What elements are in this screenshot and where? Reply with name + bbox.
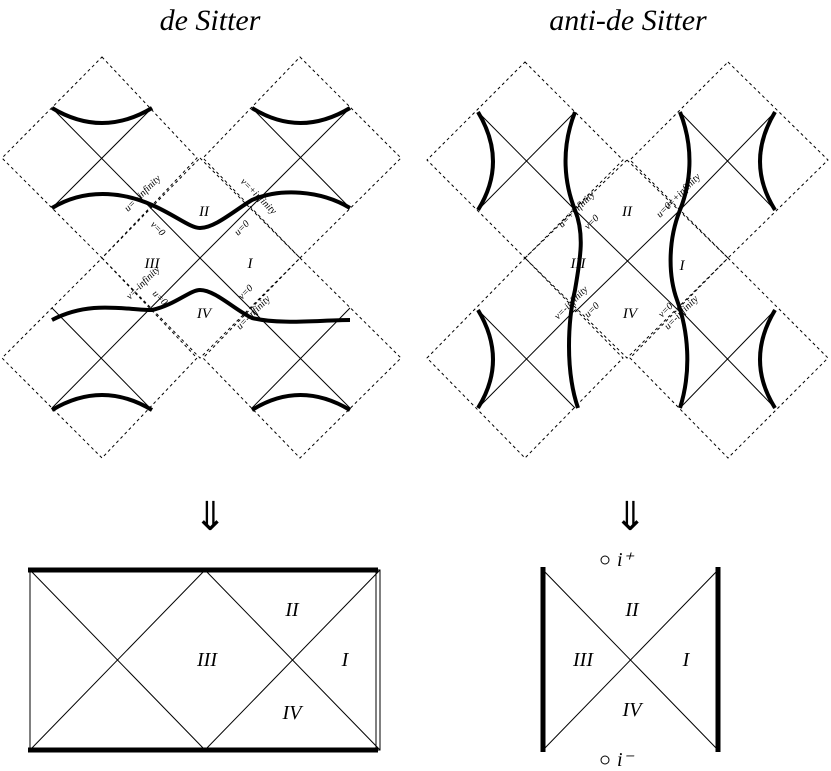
- boundary-curve: [476, 308, 495, 410]
- label-u-zero: u=0: [582, 300, 602, 320]
- past-timelike-infinity-icon: [600, 755, 610, 765]
- boundary-curve: [250, 393, 352, 412]
- future-infinity-label: i⁺: [617, 549, 635, 571]
- de-sitter-boundaries: [50, 106, 352, 412]
- de-sitter-patch-outlines: [1, 56, 402, 459]
- region-label-III: III: [570, 256, 587, 272]
- region-label-I: I: [679, 258, 686, 274]
- boundary-curve: [758, 308, 777, 410]
- de-sitter-null-lines: [51, 107, 351, 409]
- region-label-I: I: [682, 649, 691, 671]
- label-v-plus-infinity: v=+infinity: [238, 176, 279, 217]
- region-label-I: I: [341, 649, 350, 671]
- region-label-IV: IV: [622, 306, 639, 322]
- label-v-zero: v=0: [236, 283, 255, 302]
- ads-conformal-strip: i⁺ i⁻ II III I IV: [540, 549, 721, 771]
- region-label-IV: IV: [282, 702, 305, 724]
- down-arrow-icon: ⇓: [193, 494, 227, 540]
- boundary-curve: [50, 106, 154, 125]
- patch-outline: [202, 257, 402, 459]
- patch-outline: [629, 257, 829, 459]
- future-timelike-infinity-icon: [600, 555, 610, 565]
- region-label-III: III: [196, 649, 218, 671]
- region-label-III: III: [144, 256, 161, 272]
- past-infinity-label: i⁻: [617, 749, 635, 771]
- region-label-II: II: [621, 204, 633, 220]
- patch-outline: [1, 257, 198, 459]
- down-arrow-icon: ⇓: [613, 494, 647, 540]
- boundary-curve: [50, 393, 154, 412]
- region-label-II: II: [198, 204, 210, 220]
- patch-outline: [629, 61, 829, 259]
- ads-patch-outlines: [426, 61, 829, 459]
- region-label-II: II: [284, 599, 300, 621]
- boundary-curve-left: [563, 111, 583, 409]
- de-sitter-conformal-rectangle: II III I IV: [28, 567, 381, 753]
- anti-de-sitter-penrose-diagram: II III I IV u=+infinity v=0 u=0 v=+infin…: [426, 61, 829, 459]
- central-patch-outline: [524, 159, 729, 359]
- boundary-curve-top: [50, 190, 352, 231]
- region-label-II: II: [624, 599, 640, 621]
- region-label-III: III: [572, 649, 594, 671]
- label-v-zero: v=0: [582, 213, 601, 232]
- boundary-curve: [250, 106, 352, 125]
- region-label-IV: IV: [196, 306, 213, 322]
- boundary-curve-right: [668, 111, 692, 409]
- boundary-curve: [476, 110, 495, 212]
- de-sitter-penrose-diagram: II III I IV u=+infinity v=0 v=+infinity …: [1, 56, 402, 459]
- region-label-I: I: [247, 256, 254, 272]
- ads-boundaries: [476, 110, 777, 410]
- central-patch-outline: [101, 157, 301, 359]
- boundary-curve: [758, 110, 777, 212]
- patch-outline: [202, 56, 402, 259]
- patch-outline: [1, 56, 198, 259]
- boundary-curve-bottom: [51, 287, 351, 324]
- ads-null-lines: [477, 111, 776, 409]
- label-u-zero: u=0: [232, 218, 252, 238]
- title-de-sitter: de Sitter: [160, 4, 261, 37]
- title-anti-de-sitter: anti-de Sitter: [549, 4, 707, 37]
- region-label-IV: IV: [622, 699, 645, 721]
